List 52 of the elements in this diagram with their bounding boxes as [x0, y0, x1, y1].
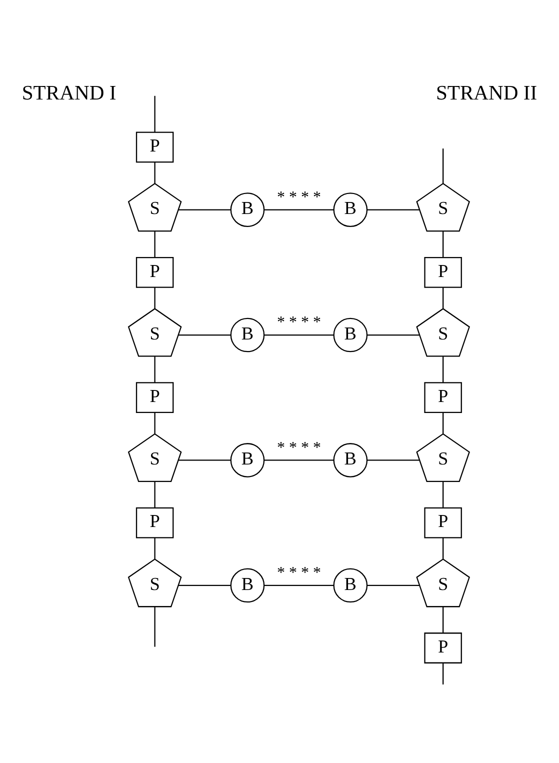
connector [154, 356, 156, 382]
connector [154, 287, 156, 308]
connector [154, 230, 156, 257]
connector [154, 162, 156, 183]
connector [178, 208, 231, 210]
edge-label: * * * * [276, 438, 321, 456]
label: STRAND I [22, 82, 116, 104]
node-box: P [136, 382, 174, 413]
connector [442, 412, 444, 434]
label: STRAND II [436, 82, 538, 104]
connector [442, 606, 444, 633]
node-circle: B [230, 442, 265, 477]
connector [442, 148, 444, 184]
node-box: P [136, 256, 174, 288]
connector [442, 481, 444, 508]
connector [442, 287, 444, 308]
connector [154, 481, 156, 508]
connector [442, 356, 444, 382]
connector [178, 459, 231, 460]
connector [264, 208, 334, 210]
node-circle: B [333, 317, 368, 352]
connector [264, 459, 334, 460]
connector [367, 208, 420, 210]
connector [178, 334, 231, 336]
node-box: P [424, 506, 462, 538]
connector [178, 584, 231, 586]
connector [442, 230, 444, 257]
node-circle: B [333, 568, 368, 602]
node-circle: B [333, 192, 368, 226]
node-box: P [424, 256, 462, 288]
connector [442, 662, 444, 684]
connector [154, 412, 156, 434]
connector [154, 606, 156, 646]
connector [264, 584, 334, 586]
node-circle: B [230, 317, 265, 352]
connector [367, 584, 420, 586]
connector [442, 537, 444, 558]
connector [264, 334, 334, 336]
edge-label: * * * * [276, 188, 321, 206]
edge-label: * * * * [276, 564, 321, 582]
connector [367, 459, 420, 460]
edge-label: * * * * [276, 314, 321, 331]
node-circle: B [230, 192, 265, 226]
node-box: P [424, 382, 462, 413]
node-box: P [136, 506, 174, 538]
node-box: P [136, 131, 174, 162]
connector [154, 95, 156, 132]
connector [154, 537, 156, 558]
connector [367, 334, 420, 336]
node-box: P [424, 632, 462, 663]
node-circle: B [230, 568, 265, 602]
node-circle: B [333, 442, 368, 477]
